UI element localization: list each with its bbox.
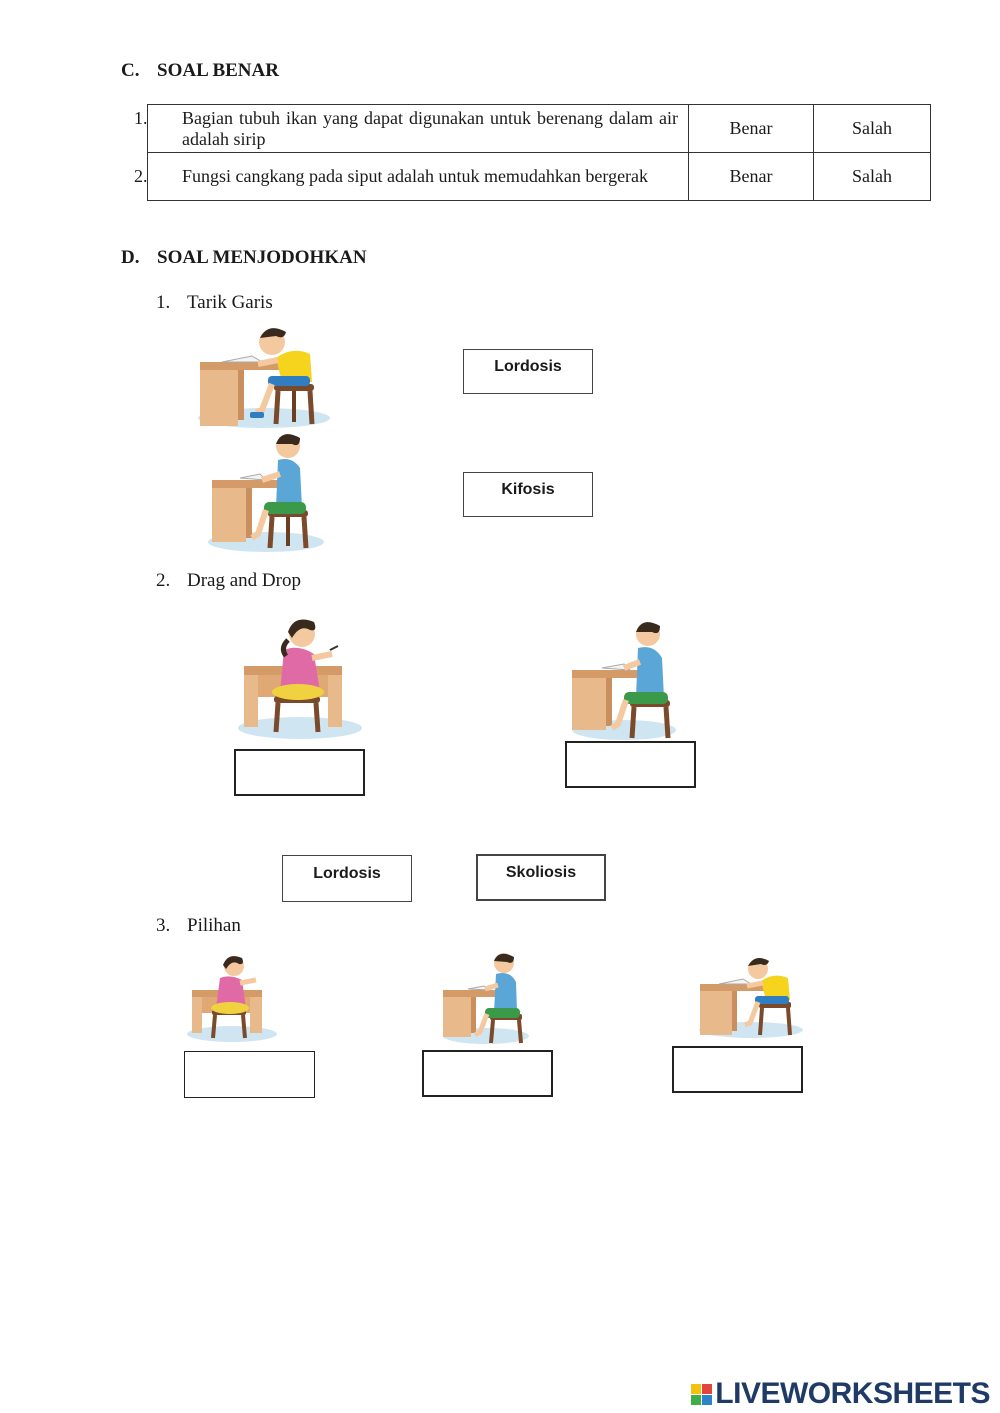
section-c-heading: C. SOAL BENAR — [121, 60, 421, 84]
option-true-button[interactable]: Benar — [687, 152, 815, 201]
drag-item-skoliosis[interactable]: Skoliosis — [476, 854, 606, 901]
section-title: SOAL BENAR — [157, 60, 279, 81]
boy-at-desk-image — [572, 622, 676, 740]
part-title: Drag and Drop — [187, 570, 301, 591]
liveworksheets-logo: LIVEWORKSHEETS — [691, 1377, 990, 1411]
section-letter: D. — [121, 247, 140, 268]
part-number: 3. — [156, 915, 171, 936]
option-false-button[interactable]: Salah — [813, 152, 931, 201]
question-cell: 1. Bagian tubuh ikan yang dapat digunakan… — [134, 104, 689, 153]
part3-heading: 3. Pilihan — [156, 915, 456, 939]
section-d-heading: D. SOAL MENJODOHKAN — [121, 247, 521, 271]
drag-item-lordosis[interactable]: Lordosis — [282, 855, 412, 902]
girl-at-desk-image — [187, 956, 277, 1042]
question-text: Bagian tubuh ikan yang dapat digunakan u… — [182, 107, 678, 149]
question-cell: 2. Fungsi cangkang pada siput adalah untu… — [134, 152, 689, 201]
drop-target-1[interactable] — [234, 749, 365, 796]
child-bent-forward-image[interactable] — [192, 318, 332, 430]
part1-heading: 1. Tarik Garis — [156, 292, 456, 316]
part-number: 1. — [156, 292, 171, 313]
label-kifosis[interactable]: Kifosis — [463, 472, 593, 517]
label-lordosis[interactable]: Lordosis — [463, 349, 593, 394]
part-title: Tarik Garis — [187, 292, 273, 313]
part-number: 2. — [156, 570, 171, 591]
option-false-button[interactable]: Salah — [813, 104, 931, 153]
part-title: Pilihan — [187, 915, 241, 936]
girl-at-desk-image — [238, 619, 362, 739]
boy-at-desk-image — [443, 953, 529, 1044]
question-text: Fungsi cangkang pada siput adalah untuk … — [182, 166, 649, 186]
child-sitting-upright-image[interactable] — [204, 430, 334, 554]
true-false-table: 1. Bagian tubuh ikan yang dapat digunakan… — [134, 104, 931, 201]
option-true-button[interactable]: Benar — [687, 104, 815, 153]
question-number: 2. — [134, 166, 148, 186]
child-bent-forward-image — [699, 957, 803, 1038]
section-title: SOAL MENJODOHKAN — [157, 247, 367, 268]
section-letter: C. — [121, 60, 140, 81]
watermark-text: LIVEWORKSHEETS — [715, 1377, 990, 1410]
choice-box-2[interactable] — [422, 1050, 553, 1097]
table-row: 2. Fungsi cangkang pada siput adalah untu… — [134, 152, 931, 201]
choice-box-1[interactable] — [184, 1051, 315, 1098]
choice-box-3[interactable] — [672, 1046, 803, 1093]
liveworksheets-mark-icon — [691, 1383, 713, 1405]
part2-heading: 2. Drag and Drop — [156, 570, 456, 594]
drop-target-2[interactable] — [565, 741, 696, 788]
question-number: 1. — [134, 107, 148, 128]
table-row: 1. Bagian tubuh ikan yang dapat digunakan… — [134, 104, 931, 153]
